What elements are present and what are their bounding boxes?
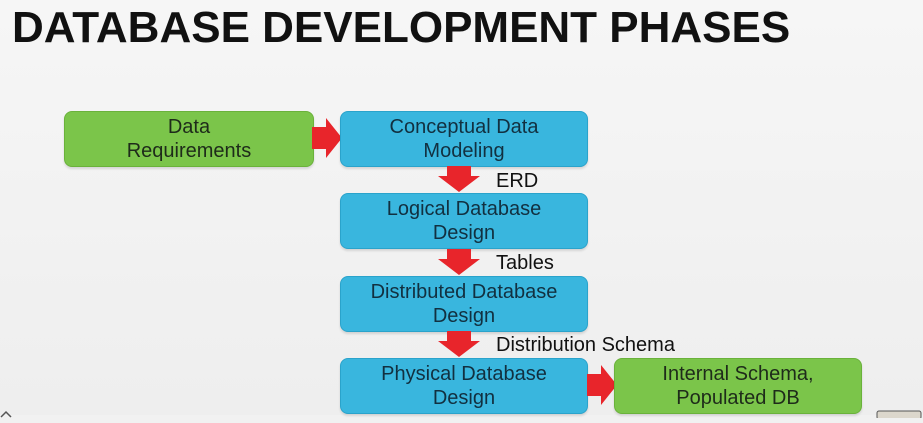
left-corner-mark xyxy=(0,405,40,418)
arrow-right-icon xyxy=(312,118,342,158)
node-logical-database-design: Logical Database Design xyxy=(340,193,588,249)
arrow-down-icon xyxy=(438,331,480,357)
right-corner-mark xyxy=(875,405,923,420)
edge-label-distribution-schema: Distribution Schema xyxy=(496,334,675,356)
node-data-requirements: Data Requirements xyxy=(64,111,314,167)
node-physical-database-design: Physical Database Design xyxy=(340,358,588,414)
edge-label-tables: Tables xyxy=(496,252,554,274)
edge-label-erd: ERD xyxy=(496,170,539,192)
arrow-down-icon xyxy=(438,166,480,192)
node-distributed-database-design: Distributed Database Design xyxy=(340,276,588,332)
node-internal-schema-populated-db: Internal Schema, Populated DB xyxy=(614,358,862,414)
arrow-right-icon xyxy=(587,365,617,405)
arrow-down-icon xyxy=(438,249,480,275)
node-conceptual-data-modeling: Conceptual Data Modeling xyxy=(340,111,588,167)
slide-title: DATABASE DEVELOPMENT PHASES xyxy=(12,3,791,52)
